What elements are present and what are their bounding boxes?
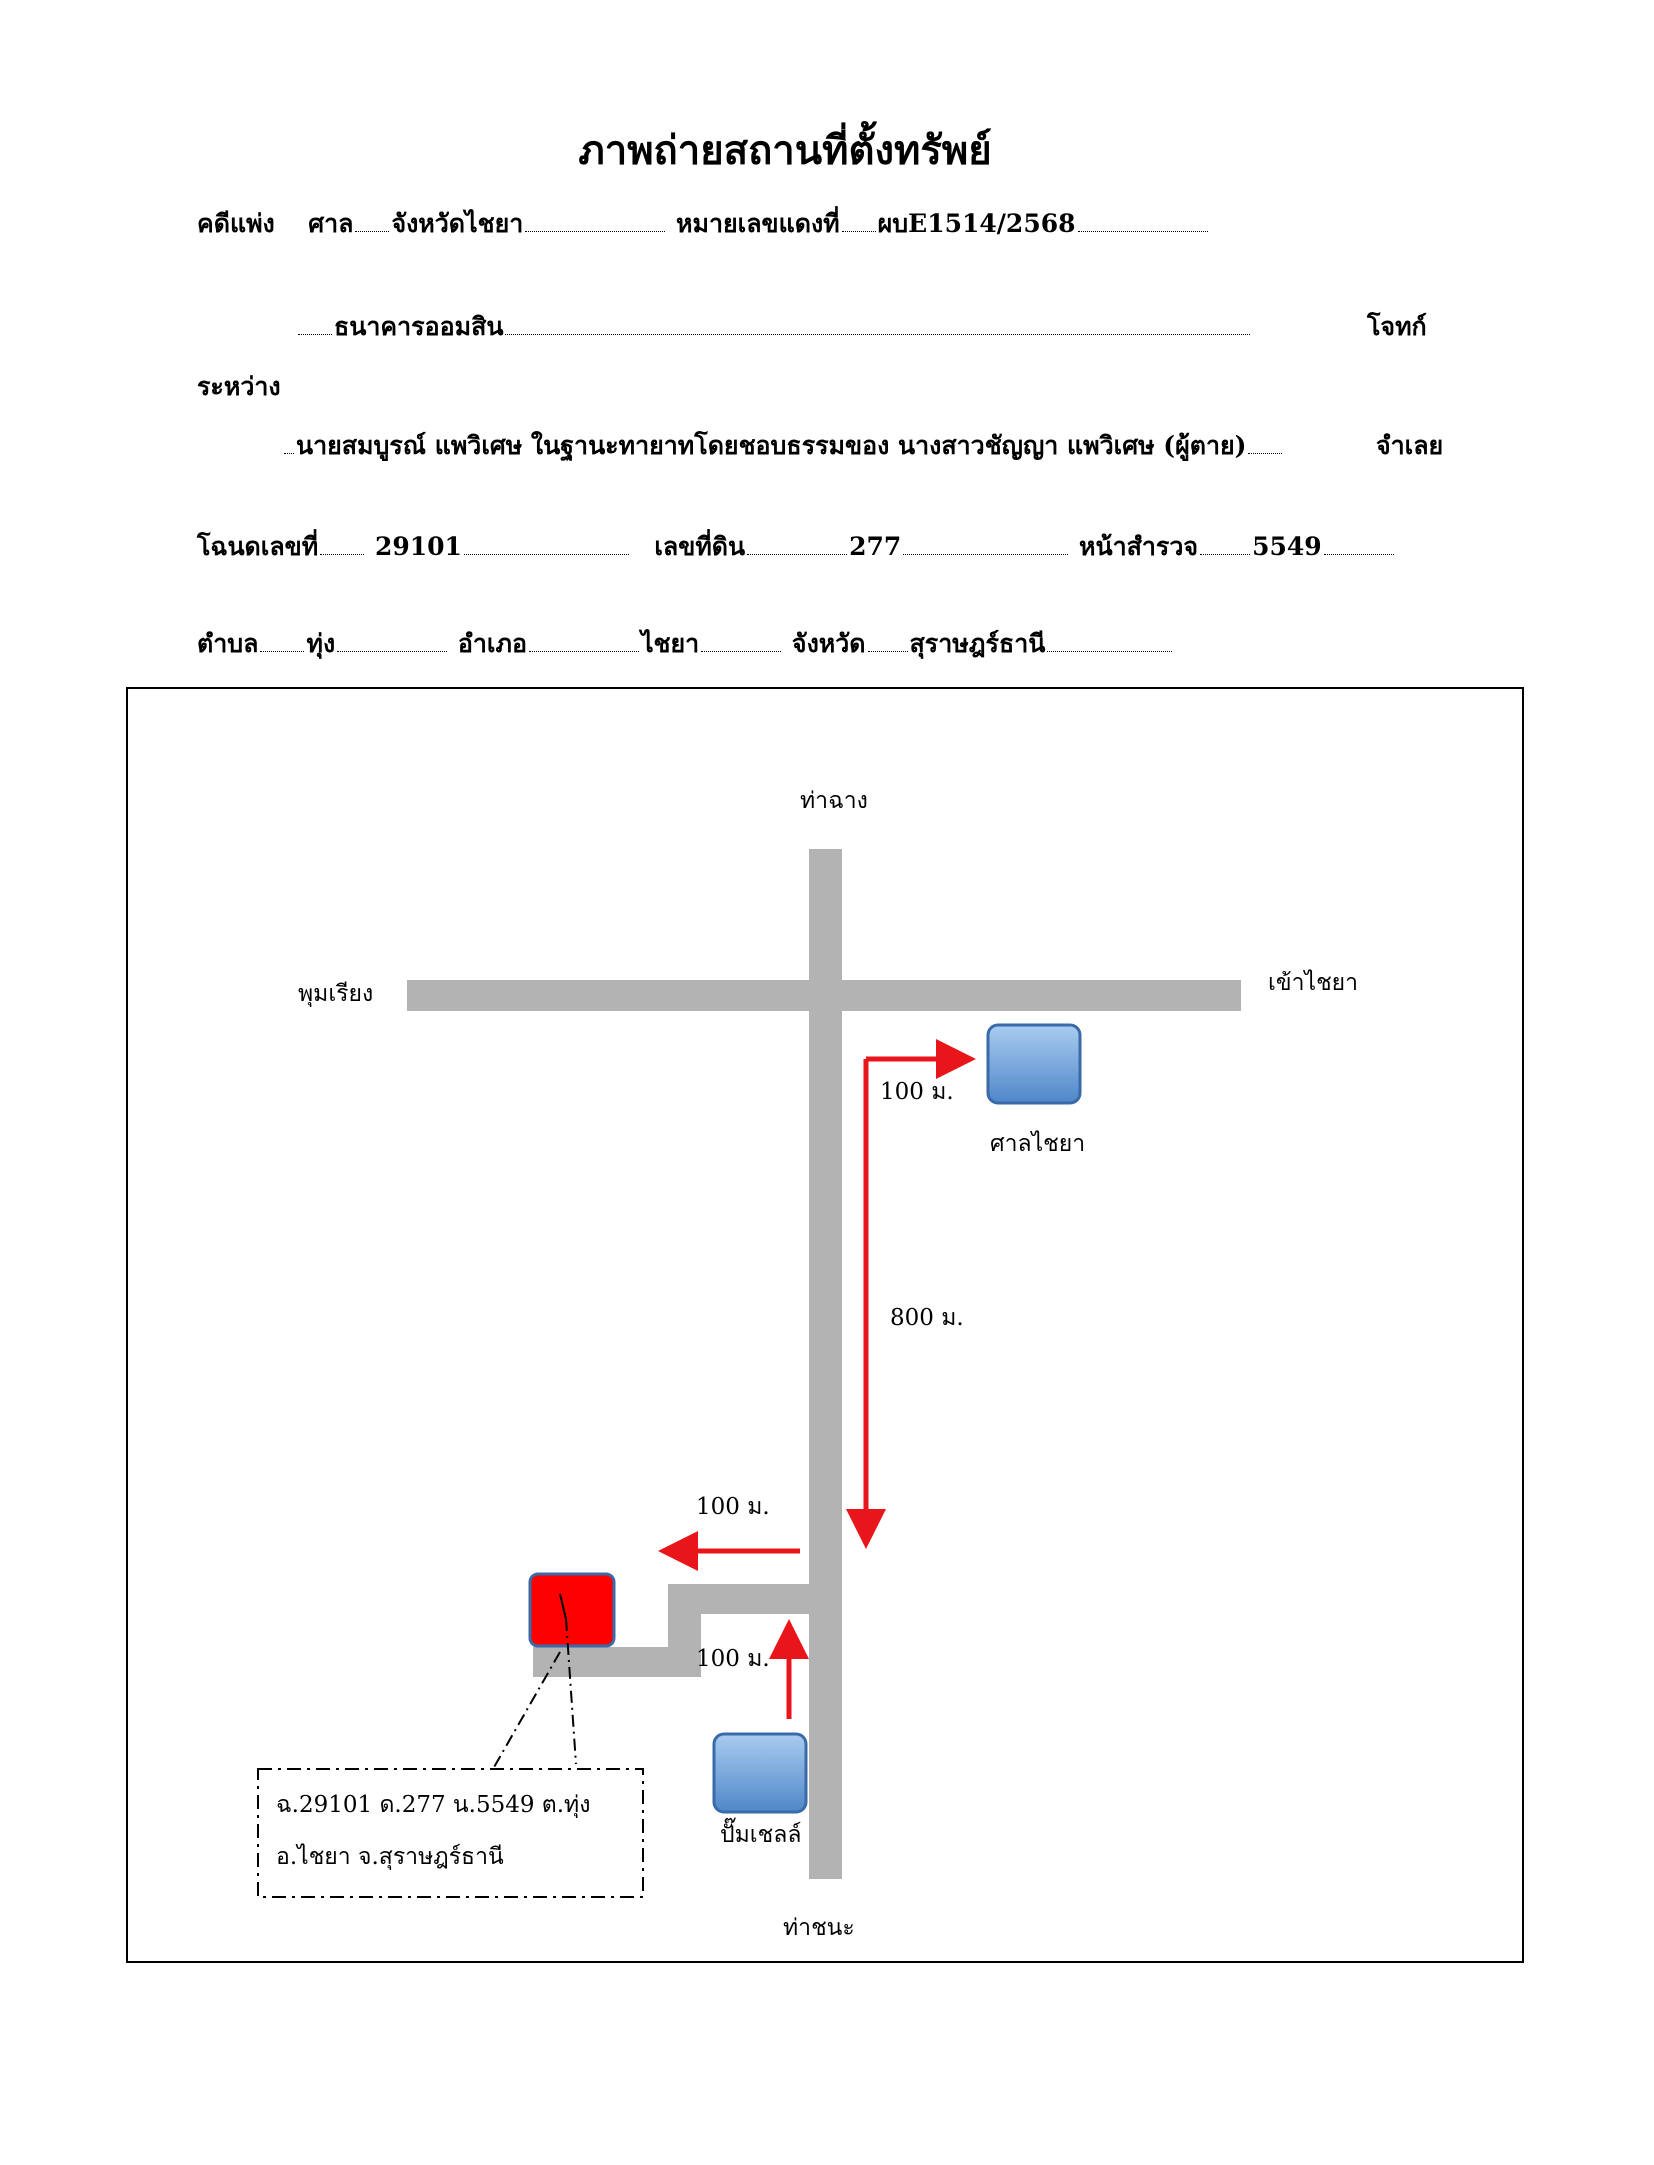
land-number: 277 [849, 532, 902, 561]
main-road [809, 849, 842, 1879]
label-dist-mid: 800 ม. [890, 1305, 964, 1331]
location-row: ตำบล ทุ่ง อำเภอ ไชยา จังหวัด สุราษฎร์ธานี [197, 624, 1174, 664]
survey-number: 5549 [1252, 532, 1322, 561]
survey-label: หน้าสำรวจ [1079, 532, 1199, 561]
plaintiff-row: ธนาคารออมสิน [296, 307, 1252, 347]
court-label: ศาล [308, 209, 354, 238]
red-number-label: หมายเลขแดงที่ [676, 209, 840, 238]
label-dist-up: 100 ม. [696, 1646, 770, 1672]
red-number: ผบE1514/2568 [877, 209, 1076, 238]
plaintiff-name: ธนาคารออมสิน [334, 312, 504, 341]
subdistrict: ทุ่ง [306, 629, 336, 658]
note-line-1: ฉ.29101 ด.277 น.5549 ต.ทุ่ง [276, 1792, 591, 1818]
property-marker [528, 1572, 616, 1648]
page-title: ภาพถ่ายสถานที่ตั้งทรัพย์ [578, 127, 992, 174]
plaintiff-role: โจทก์ [1367, 312, 1427, 341]
deed-label: โฉนดเลขที่ [197, 532, 319, 561]
label-west: พุมเรียง [298, 981, 374, 1007]
province-label: จังหวัด [791, 629, 866, 658]
case-row: คดีแพ่ง ศาล จังหวัดไชยา หมายเลขแดงที่ ผบE1… [197, 204, 1210, 244]
deed-row: โฉนดเลขที่ 29101 เลขที่ดิน 277 หน้าสำรวจ 5… [197, 527, 1396, 567]
label-south: ท่าชนะ [783, 1915, 855, 1941]
label-court: ศาลไชยา [990, 1131, 1086, 1157]
map-drawing [257, 849, 1241, 1898]
court-building [986, 1023, 1082, 1105]
leader-line-tip [559, 1593, 567, 1620]
label-north: ท่าฉาง [800, 788, 868, 814]
court-name: จังหวัดไชยา [391, 209, 524, 238]
district-label: อำเภอ [457, 629, 527, 658]
label-dist-top: 100 ม. [880, 1079, 954, 1105]
defendant-name: นายสมบูรณ์ แพวิเศษ ในฐานะทายาทโดยชอบธรรม… [296, 431, 1247, 460]
note-box-frame [257, 1768, 644, 1898]
cross-road [407, 980, 1241, 1011]
location-map: ท่าฉาง พุมเรียง เข้าไชยา ท่าชนะ ศาลไชยา … [126, 687, 1524, 1963]
between-label: ระหว่าง [197, 372, 281, 401]
subdistrict-label: ตำบล [197, 629, 259, 658]
case-type: คดีแพ่ง [197, 209, 275, 238]
land-label: เลขที่ดิน [654, 532, 746, 561]
side-road-end [533, 1647, 701, 1677]
defendant-role: จำเลย [1376, 431, 1444, 460]
note-line-2: อ.ไชยา จ.สุราษฎร์ธานี [276, 1844, 504, 1870]
label-east: เข้าไชยา [1268, 970, 1359, 996]
deed-number: 29101 [374, 532, 462, 561]
district: ไชยา [640, 629, 700, 658]
defendant-row: นายสมบูรณ์ แพวิเศษ ในฐานะทายาทโดยชอบธรรม… [282, 426, 1284, 466]
leader-line-right [565, 1618, 577, 1765]
province: สุราษฎร์ธานี [909, 629, 1046, 658]
label-shell: ปั๊มเชลล์ [720, 1822, 802, 1848]
label-dist-left: 100 ม. [696, 1494, 770, 1520]
shell-station [712, 1732, 808, 1814]
